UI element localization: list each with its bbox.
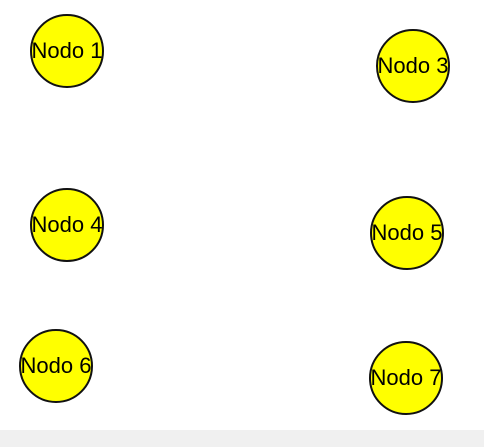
- node-5[interactable]: Nodo 5: [370, 196, 444, 270]
- node-7[interactable]: Nodo 7: [369, 341, 443, 415]
- node-3-label: Nodo 3: [377, 53, 449, 78]
- graph-canvas: Nodo 1 Nodo 3 Nodo 4 Nodo 5 Nodo 6 Nodo …: [19, 14, 450, 415]
- node-4-label: Nodo 4: [31, 212, 103, 237]
- node-3[interactable]: Nodo 3: [376, 29, 450, 103]
- node-6[interactable]: Nodo 6: [19, 329, 93, 403]
- node-1[interactable]: Nodo 1: [30, 14, 104, 88]
- node-5-label: Nodo 5: [371, 220, 443, 245]
- node-4[interactable]: Nodo 4: [30, 188, 104, 262]
- node-6-label: Nodo 6: [20, 353, 92, 378]
- node-1-label: Nodo 1: [31, 38, 103, 63]
- node-7-label: Nodo 7: [370, 365, 442, 390]
- bottom-band: [0, 430, 484, 447]
